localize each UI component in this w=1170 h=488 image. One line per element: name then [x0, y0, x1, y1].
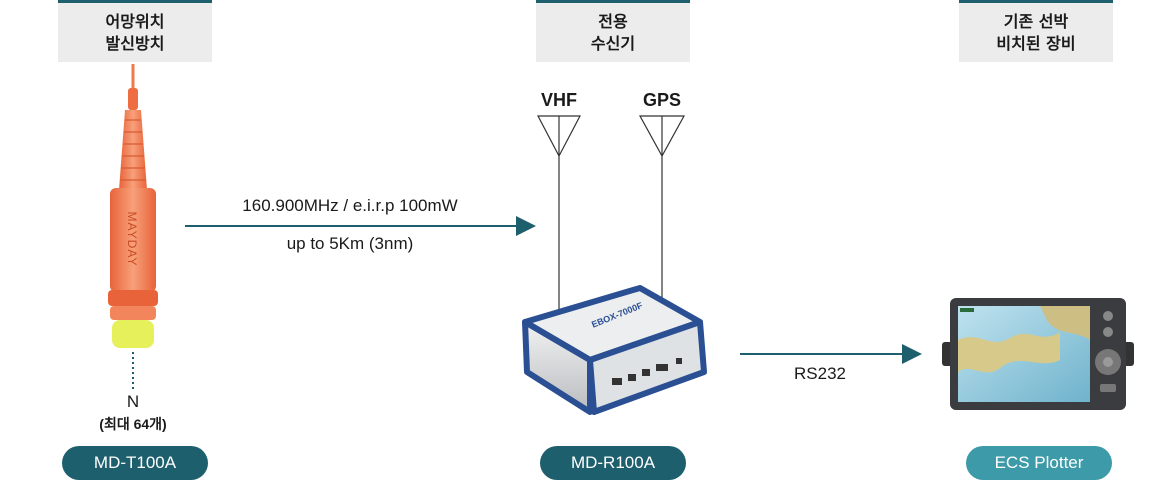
- vhf-label: VHF: [541, 90, 577, 110]
- gps-antenna: [638, 115, 686, 300]
- header-plotter-line1: 기존 선박: [1003, 11, 1069, 31]
- model-badge-plotter: ECS Plotter: [966, 446, 1112, 480]
- model-badge-receiver: MD-R100A: [540, 446, 686, 480]
- link1-frequency-label: 160.900MHz / e.i.r.p 100mW: [242, 196, 458, 215]
- transmitter-device: [108, 64, 158, 392]
- header-receiver-line1: 전용: [598, 11, 628, 31]
- header-transmitter: 어망위치 발신방치: [58, 0, 212, 62]
- header-plotter-line2: 비치된 장비: [996, 33, 1076, 53]
- header-transmitter-line1: 어망위치: [105, 11, 165, 31]
- link1-range-label: up to 5Km (3nm): [286, 234, 414, 253]
- link2-label: RS232: [794, 364, 846, 383]
- header-plotter: 기존 선박 비치된 장비: [959, 0, 1113, 62]
- transmitter-brand: MAYDAY: [125, 211, 139, 267]
- transmitter-count-note: (최대 64개): [99, 416, 167, 432]
- plotter-device: [942, 298, 1134, 410]
- model-badge-transmitter: MD-T100A: [62, 446, 208, 480]
- header-receiver: 전용 수신기: [536, 0, 690, 62]
- vhf-antenna: [537, 115, 581, 310]
- transmitter-count: N: [126, 392, 140, 411]
- header-transmitter-line2: 발신방치: [105, 33, 165, 53]
- gps-label: GPS: [642, 90, 681, 110]
- receiver-device: [522, 285, 707, 415]
- header-receiver-line2: 수신기: [590, 33, 636, 53]
